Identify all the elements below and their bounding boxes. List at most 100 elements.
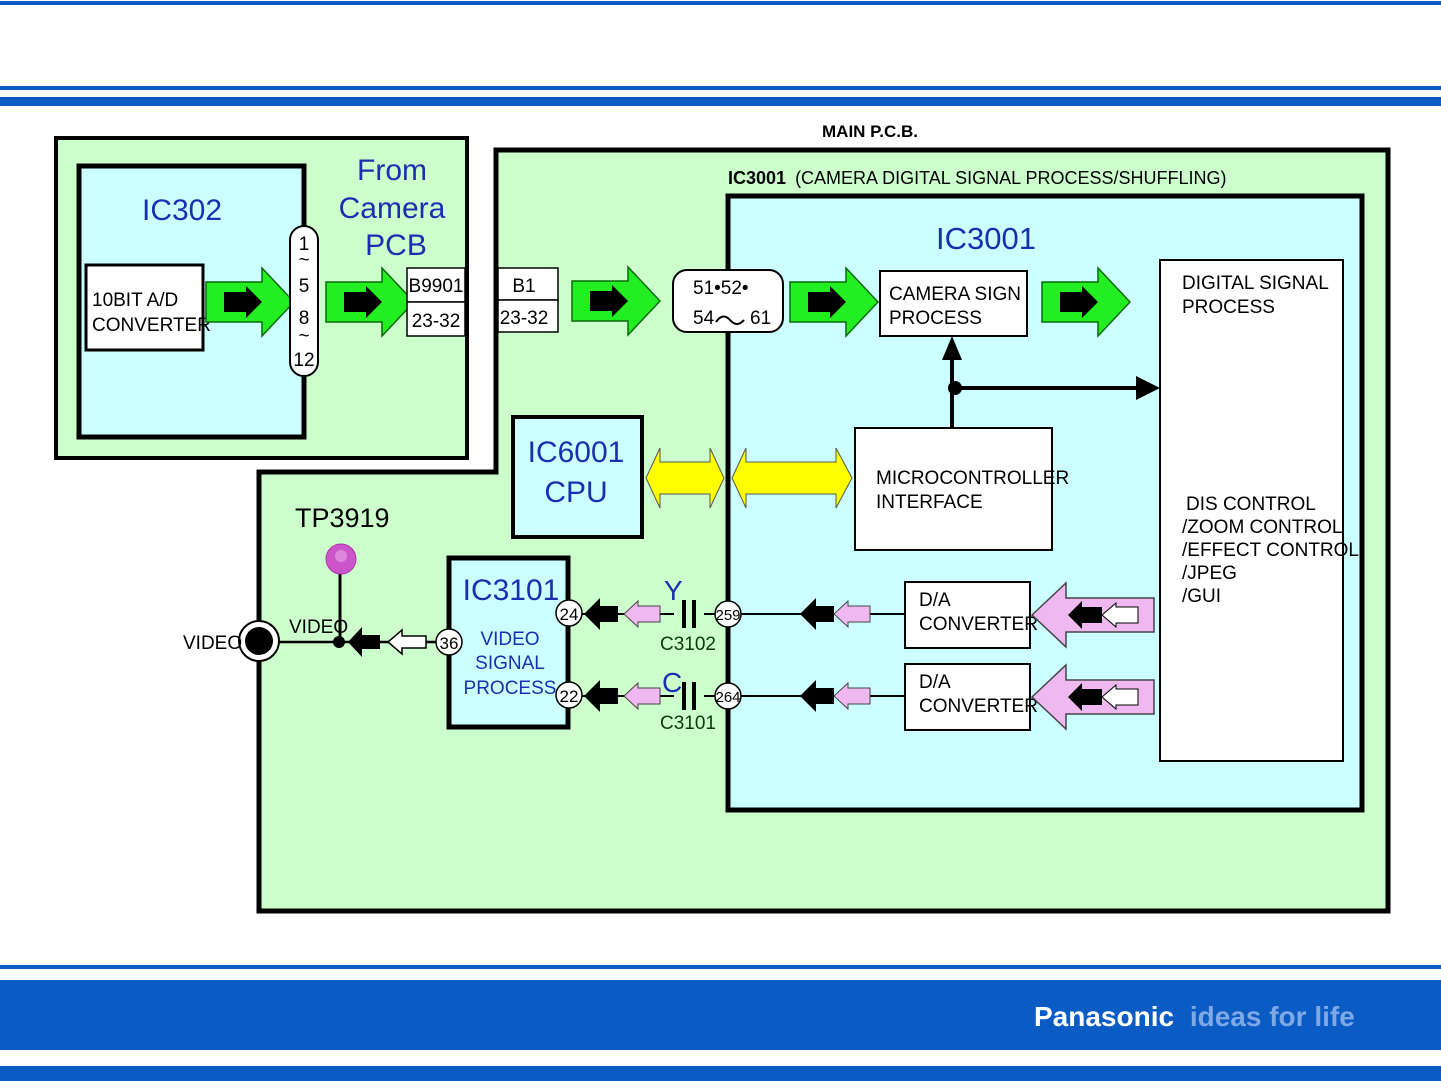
video-arrow-solid [348, 627, 380, 657]
video-inner-label: VIDEO [289, 617, 348, 638]
dac-block-1 [904, 581, 1031, 649]
input-pins-line1: 51•52• [693, 278, 749, 299]
adc-block [84, 263, 205, 352]
dac2-label-2: CONVERTER [919, 696, 1038, 717]
dac-input-arrow-2 [1030, 663, 1155, 731]
header-rule-mid [0, 86, 1441, 90]
capacitor-c3101 [674, 682, 704, 710]
ic3101-func-2: SIGNAL [475, 653, 545, 674]
connector-b1-label: B1 [512, 276, 535, 297]
c-arrow-right [800, 680, 871, 712]
footer-rule-thin [0, 965, 1441, 969]
connector-b9901-name [406, 267, 466, 303]
dac-block-2 [904, 663, 1031, 731]
micro-label-1: MICROCONTROLLER [876, 468, 1069, 489]
pin-22 [555, 681, 583, 709]
tilde-icon [715, 315, 745, 325]
video-jack-center [245, 627, 273, 655]
pin-label: ~ [298, 250, 309, 271]
dac2-label-1: D/A [919, 672, 951, 693]
cpu-label-1: IC6001 [528, 436, 625, 469]
dsp-function: /GUI [1182, 586, 1221, 607]
y-arrow-left [584, 598, 661, 630]
c3102-label: C3102 [660, 634, 716, 655]
micro-label-2: INTERFACE [876, 492, 983, 513]
pin-24-label: 24 [560, 605, 579, 624]
pin-label: 5 [299, 276, 310, 297]
connector-b1-pins [497, 299, 559, 333]
testpoint-label: TP3919 [295, 503, 390, 533]
pin-22-label: 22 [560, 687, 579, 706]
footer-band [0, 980, 1441, 1050]
microcontroller-interface-block [854, 427, 1053, 551]
camera-sign-label-1: CAMERA SIGN [889, 284, 1021, 305]
camera-sign-process-block [879, 270, 1028, 337]
connector-b9901-pins [406, 301, 466, 337]
from-camera-label-1: From [357, 154, 427, 187]
dac1-label-2: CONVERTER [919, 614, 1038, 635]
connector-b9901-pins-label: 23-32 [412, 311, 461, 332]
testpoint-highlight [335, 550, 347, 562]
pin-24 [555, 599, 583, 627]
dsp-function: DIS CONTROL [1186, 494, 1316, 515]
control-arrow-right [1136, 376, 1160, 400]
ic3101-func-3: PROCESS [464, 678, 557, 699]
control-arrow-up [942, 336, 962, 360]
c-arrow-left [584, 680, 661, 712]
footer-tagline: ideas for life [1190, 1001, 1355, 1032]
ic3101-block [446, 555, 571, 730]
dsp-function: /EFFECT CONTROL [1182, 540, 1359, 561]
pin-259 [714, 600, 742, 628]
dac-input-arrow-1 [1030, 581, 1155, 649]
video-jack-label: VIDEO [183, 633, 242, 654]
ic6001-cpu-block [511, 415, 644, 539]
from-camera-label-3: PCB [365, 229, 427, 262]
video-arrow-outline [386, 628, 427, 656]
ic3001-input-pins [672, 269, 784, 333]
bus-arrow-micro [731, 447, 853, 509]
y-arrow-right [800, 598, 871, 630]
connector-b9901-label: B9901 [409, 276, 464, 297]
y-signal-label: Y [664, 575, 683, 606]
ic3101-func-1: VIDEO [480, 629, 539, 650]
c3101-label: C3101 [660, 713, 716, 734]
pin-label: 12 [293, 350, 314, 371]
ic3101-label: IC3101 [463, 574, 560, 607]
ic302-pin-capsule [289, 225, 319, 377]
camera-sign-label-2: PROCESS [889, 308, 982, 329]
ic3001-label: IC3001 [936, 221, 1036, 256]
dsp-label-2: PROCESS [1182, 297, 1275, 318]
pin-label: 1 [299, 234, 310, 255]
c-signal-label: C [662, 667, 682, 698]
ic302-label: IC302 [142, 194, 222, 227]
header-rule-top [0, 1, 1441, 5]
adc-label-2: CONVERTER [92, 315, 211, 336]
ic3001-caption-bold: IC3001 [728, 168, 786, 188]
pin-label: ~ [298, 326, 309, 347]
digital-signal-process-block [1159, 259, 1344, 762]
bus-arrow-cpu [645, 447, 725, 509]
pin-264-label: 264 [715, 689, 740, 706]
ic3001-caption-rest: (CAMERA DIGITAL SIGNAL PROCESS/SHUFFLING… [795, 168, 1226, 188]
cpu-label-2: CPU [544, 476, 607, 509]
adc-label-1: 10BIT A/D [92, 290, 178, 311]
footer-logo: Panasonic ideas for life [1034, 1001, 1355, 1032]
connector-b1-pins-label: 23-32 [500, 308, 549, 329]
pin-36-label: 36 [440, 634, 459, 653]
dac1-label-1: D/A [919, 590, 951, 611]
pin-label: 8 [299, 308, 310, 329]
main-pcb-title: MAIN P.C.B. [822, 122, 918, 141]
ic3001-caption: IC3001 (CAMERA DIGITAL SIGNAL PROCESS/SH… [728, 168, 1226, 188]
footer-rule-bottom [0, 1066, 1441, 1081]
capacitor-c3102 [674, 600, 704, 628]
dsp-function: /JPEG [1182, 563, 1237, 584]
dsp-function: /ZOOM CONTROL [1182, 517, 1342, 538]
footer-brand: Panasonic [1034, 1001, 1174, 1032]
dsp-label-1: DIGITAL SIGNAL [1182, 273, 1329, 294]
from-camera-label-2: Camera [339, 192, 446, 225]
header-rule-thick [0, 97, 1441, 106]
pin-264 [714, 682, 742, 710]
input-pins-line2a: 54 [693, 308, 715, 329]
pin-259-label: 259 [715, 607, 740, 624]
